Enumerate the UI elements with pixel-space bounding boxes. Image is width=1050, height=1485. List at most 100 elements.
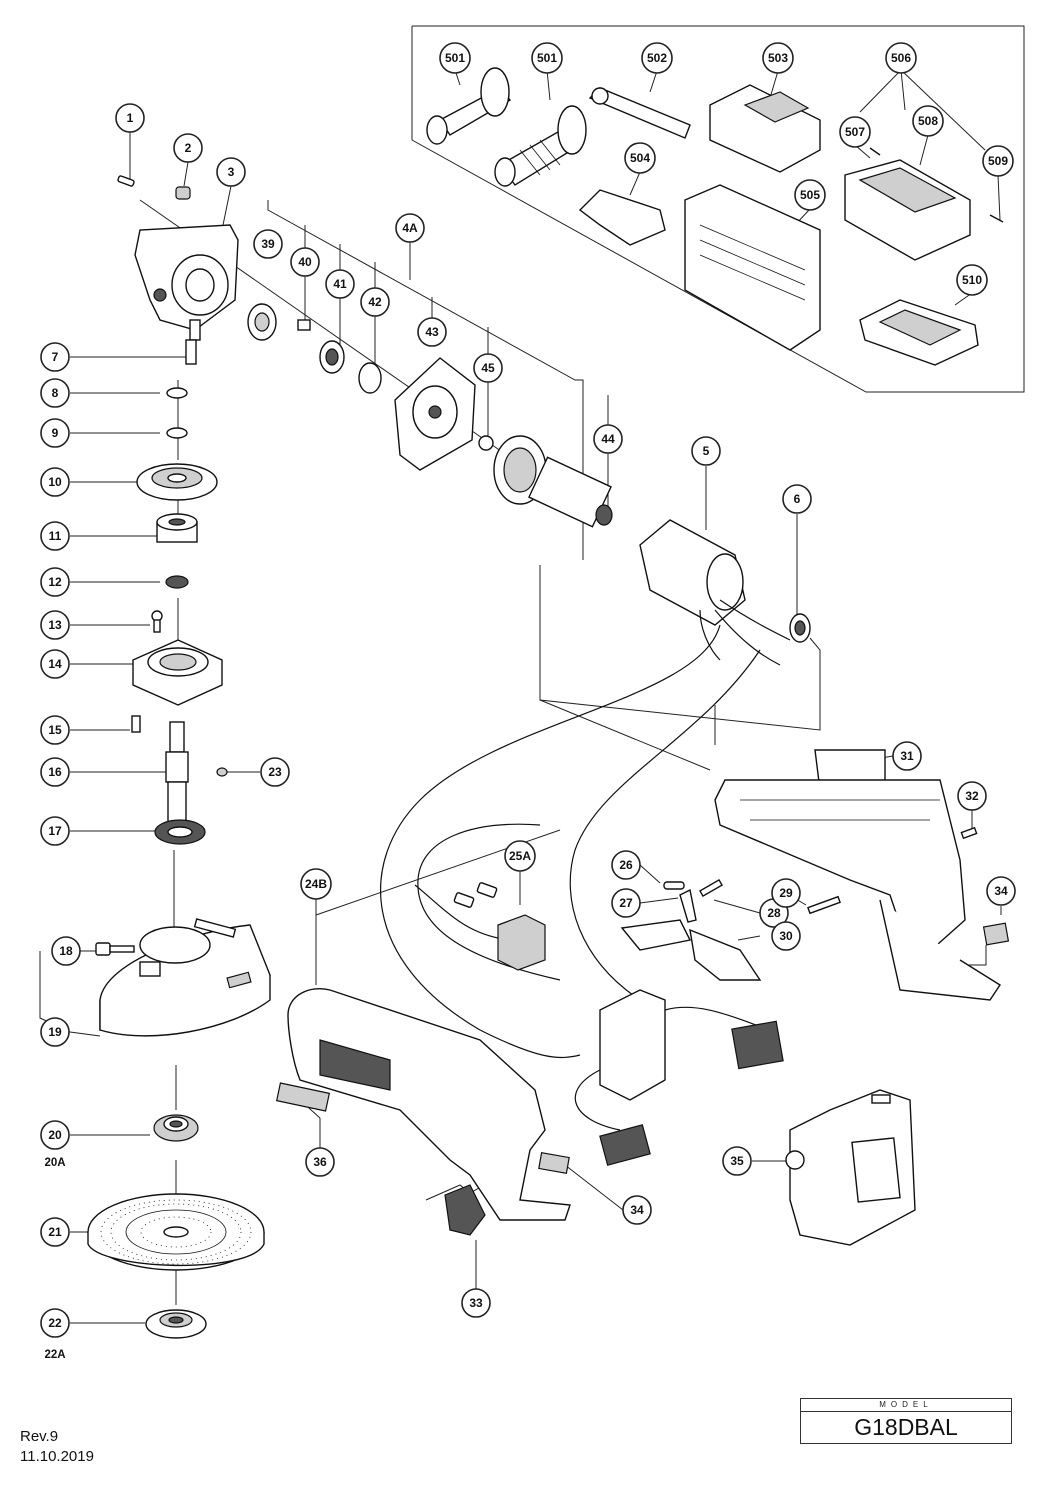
part-number-text: 5 xyxy=(703,444,710,458)
part-bubble-22: 22 xyxy=(40,1308,70,1338)
part-bubble-30: 30 xyxy=(771,921,801,951)
part-bubble-44: 44 xyxy=(593,424,623,454)
part-drawings xyxy=(87,67,1010,1339)
housing-half-drawing xyxy=(714,779,1001,1001)
pin-28-drawing xyxy=(699,878,723,898)
system-case-506-drawing xyxy=(844,147,1004,261)
part-number-text: 43 xyxy=(425,325,439,339)
screw-1-drawing xyxy=(117,175,135,187)
part-bubble-33: 33 xyxy=(461,1288,491,1318)
part-bubble-2: 2 xyxy=(173,133,203,163)
part-bubble-10: 10 xyxy=(40,467,70,497)
lock-pin-7-drawing xyxy=(185,339,197,365)
part-number-text: 29 xyxy=(779,886,793,900)
part-number-text: 25A xyxy=(509,849,531,863)
part-number-text: 34 xyxy=(994,884,1008,898)
part-number-text: 30 xyxy=(779,929,793,943)
housing-24B-drawing xyxy=(287,988,571,1221)
part-number-text: 2 xyxy=(185,141,192,155)
part-bubble-502: 502 xyxy=(641,42,673,74)
part-bubble-503: 503 xyxy=(762,42,794,74)
part-bubble-8: 8 xyxy=(40,378,70,408)
part-bubble-18: 18 xyxy=(51,936,81,966)
part-bubble-41: 41 xyxy=(325,269,355,299)
part-number-text: 6 xyxy=(794,492,801,506)
accessory-frame xyxy=(411,25,1025,393)
part-number-text: 507 xyxy=(845,125,865,139)
part-bubble-24B: 24B xyxy=(300,868,332,900)
part-bubble-509: 509 xyxy=(982,145,1014,177)
part-bubble-505: 505 xyxy=(794,179,826,211)
ring-8-drawing xyxy=(166,387,188,399)
part-bubble-36: 36 xyxy=(305,1147,335,1177)
charger-503-drawing xyxy=(709,84,821,173)
part-bubble-25A: 25A xyxy=(504,840,536,872)
part-number-text: 32 xyxy=(965,789,979,803)
wrench-502-drawing xyxy=(588,87,691,139)
part-number-text: 1 xyxy=(127,111,134,125)
nut-2-drawing xyxy=(175,186,191,200)
sub-part-labels: 20A 22A xyxy=(44,1157,65,1361)
part-number-text: 39 xyxy=(261,237,275,251)
part-number-text: 502 xyxy=(647,51,667,65)
part-number-text: 8 xyxy=(52,386,59,400)
armature-44-drawing xyxy=(493,435,613,528)
sub-part-label-22A: 22A xyxy=(44,1349,65,1361)
side-handle-501b-drawing xyxy=(494,105,587,187)
lock-nut-22-drawing xyxy=(145,1309,207,1339)
part-bubble-23: 23 xyxy=(260,757,290,787)
part-number-text: 34 xyxy=(630,1203,644,1217)
model-box: MODEL G18DBAL xyxy=(800,1398,1012,1444)
part-number-text: 18 xyxy=(59,944,73,958)
part-number-text: 24B xyxy=(305,877,327,891)
part-number-text: 45 xyxy=(481,361,495,375)
part-bubble-15: 15 xyxy=(40,715,70,745)
part-bubble-40: 40 xyxy=(290,247,320,277)
pin-29-drawing xyxy=(807,895,841,915)
inlay-510-drawing xyxy=(859,299,979,366)
model-name: G18DBAL xyxy=(854,1414,958,1440)
part-number-text: 11 xyxy=(49,529,62,543)
sub-part-label-20A: 20A xyxy=(44,1157,65,1169)
part-number-text: 7 xyxy=(52,350,59,364)
part-number-text: 505 xyxy=(800,188,820,202)
part-bubble-35: 35 xyxy=(722,1146,752,1176)
part-number-text: 26 xyxy=(619,858,633,872)
label-36-drawing xyxy=(275,1082,331,1112)
part-number-text: 22 xyxy=(48,1316,62,1330)
part-number-text: 510 xyxy=(962,273,982,287)
part-number-text: 20 xyxy=(48,1128,62,1142)
screw-40-drawing xyxy=(297,319,311,331)
part-number-text: 35 xyxy=(730,1154,744,1168)
part-bubble-510: 510 xyxy=(956,264,988,296)
controller-25A-drawing xyxy=(414,882,546,971)
part-number-text: 41 xyxy=(333,277,347,291)
part-bubble-504: 504 xyxy=(624,142,656,174)
part-bubble-5: 5 xyxy=(691,436,721,466)
bolt-18-drawing xyxy=(95,942,135,956)
part-number-text: 501 xyxy=(445,51,465,65)
revision-label: Rev.9 xyxy=(20,1428,59,1445)
part-number-text: 503 xyxy=(768,51,788,65)
lever-27-drawing xyxy=(679,888,697,923)
part-bubble-12: 12 xyxy=(40,567,70,597)
wheel-flange-20-drawing xyxy=(153,1114,199,1142)
part-bubble-11: 11 xyxy=(40,521,70,551)
part-number-bubbles: 1234A56789101112131415161718192021222324… xyxy=(40,42,1016,1338)
part-bubble-29: 29 xyxy=(771,878,801,908)
model-caption: MODEL xyxy=(879,1400,933,1409)
bevel-gear-10-drawing xyxy=(136,463,218,501)
spring-26-drawing xyxy=(663,881,685,890)
part-number-text: 4A xyxy=(402,221,418,235)
part-bubble-34: 34 xyxy=(622,1195,652,1225)
part-number-text: 509 xyxy=(988,154,1008,168)
part-bubble-31: 31 xyxy=(892,741,922,771)
part-number-text: 21 xyxy=(48,1225,62,1239)
part-bubble-45: 45 xyxy=(473,353,503,383)
part-number-text: 17 xyxy=(48,824,62,838)
screw-13-drawing xyxy=(151,610,163,633)
seal-12-drawing xyxy=(165,575,189,589)
battery-35-drawing xyxy=(785,1089,916,1246)
bearing-45-drawing xyxy=(478,435,494,451)
part-bubble-6: 6 xyxy=(782,484,812,514)
